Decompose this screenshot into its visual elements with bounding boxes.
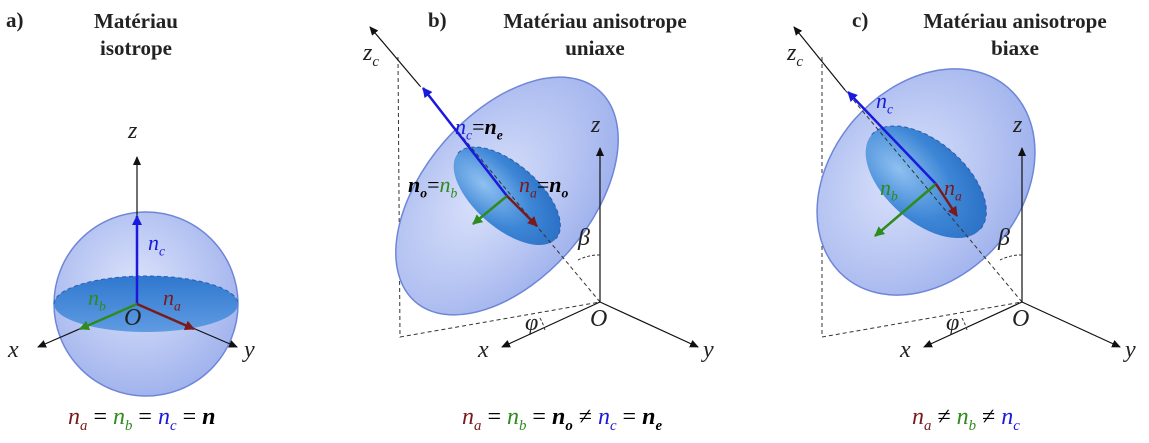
na-label-c: na [944, 175, 962, 204]
formula-a: na = nb = nc = n [68, 404, 216, 434]
y-label-a: y [244, 337, 255, 363]
panel-a-title-line1: Matériau [94, 9, 178, 33]
x-axis-c [923, 301, 1023, 348]
nc-label-a: nc [148, 230, 166, 259]
y-label-c: y [1125, 337, 1136, 363]
phi-label-b: φ [525, 310, 539, 336]
origin-label-c: O [1012, 306, 1030, 332]
na-label-a: na [163, 285, 181, 314]
zc-axis-b [369, 26, 421, 87]
na-vector-c [934, 183, 959, 217]
panel-b-letter: b) [428, 8, 447, 32]
nb-vector-b [472, 195, 508, 225]
y-axis-b [599, 301, 699, 348]
x-axis-b [501, 301, 601, 348]
beta-label-b: β [578, 225, 590, 251]
panel-a-title-line2: isotrope [100, 36, 172, 60]
panel-b-diagram [369, 26, 699, 348]
y-axis-c [1021, 301, 1121, 348]
equatorial-disc [54, 276, 238, 332]
panel-c-letter: c) [852, 8, 869, 32]
na-no-label-b: na=no [519, 172, 569, 201]
x-label-a: x [8, 337, 19, 363]
panel-c-title-line1: Matériau anisotrope [923, 9, 1107, 33]
zc-axis-c [793, 26, 846, 91]
panel-b-title: Matériau anisotrope uniaxe [480, 8, 710, 62]
panel-b-title-line1: Matériau anisotrope [503, 9, 687, 33]
origin-label-a: O [124, 305, 142, 331]
zc-label-c: zc [787, 40, 803, 70]
z-label-c: z [1013, 112, 1023, 138]
nc-label-c: nc [876, 88, 894, 117]
na-vector-a [136, 302, 195, 331]
panel-c-title-line2: biaxe [991, 36, 1039, 60]
formula-b: na = nb = no ≠ nc = ne [462, 404, 663, 434]
nb-label-a: nb [88, 285, 106, 314]
x-label-b: x [478, 337, 489, 363]
nc-vector-b [422, 87, 508, 197]
panel-c-diagram [793, 26, 1121, 348]
zc-label-b: zc [363, 40, 379, 70]
beta-label-c: β [998, 225, 1010, 251]
nb-vector-a [79, 302, 138, 331]
panel-a-letter: a) [6, 8, 24, 32]
na-vector-b [506, 195, 538, 227]
nb-label-c: nb [880, 175, 898, 204]
panel-a-title: Matériau isotrope [66, 8, 206, 62]
nc-label-b: nc=ne [455, 114, 503, 143]
panel-c-title: Matériau anisotrope biaxe [900, 8, 1130, 62]
x-label-c: x [900, 337, 911, 363]
origin-label-b: O [590, 306, 608, 332]
formula-c: na ≠ nb ≠ nc [912, 404, 1020, 434]
y-label-b: y [703, 337, 714, 363]
z-label-b: z [591, 112, 601, 138]
nc-vector-c [847, 91, 937, 185]
panel-a-diagram [37, 156, 239, 397]
phi-label-c: φ [946, 310, 960, 336]
no-nb-label-b: no=nb [408, 172, 458, 201]
panel-b-title-line2: uniaxe [565, 36, 625, 60]
nb-vector-c [874, 183, 937, 237]
z-label-a: z [128, 118, 138, 144]
